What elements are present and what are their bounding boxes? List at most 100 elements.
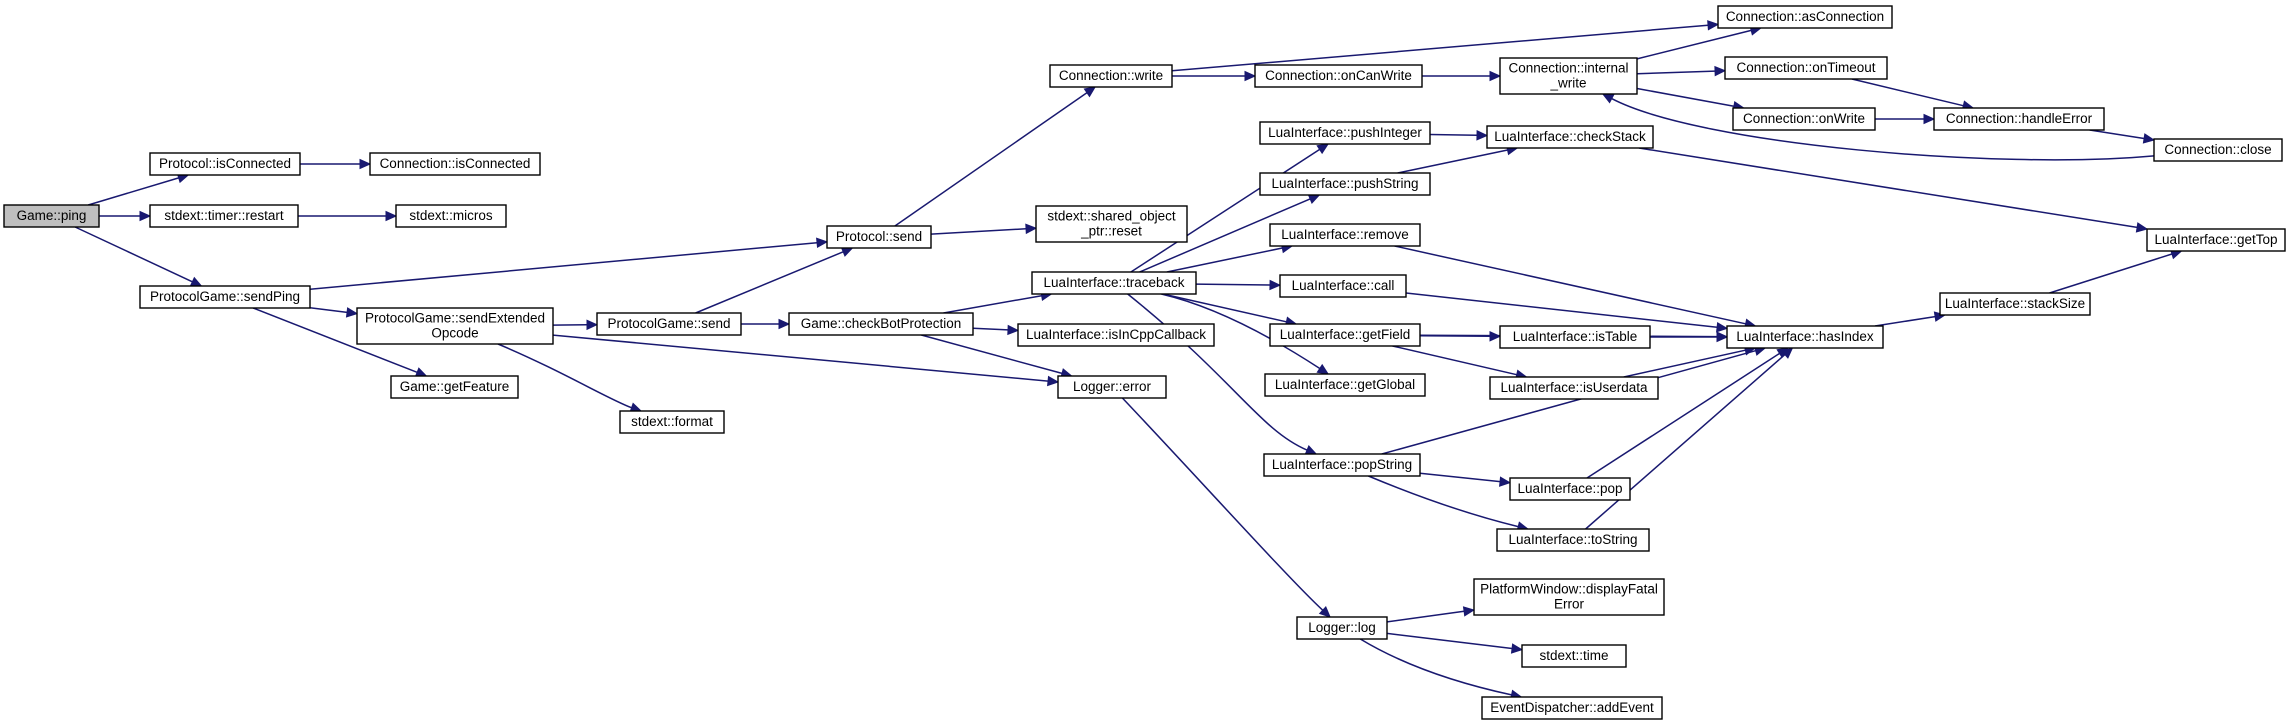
node-box [149,204,299,228]
edge-n23-to-n29 [1195,279,1282,291]
node-label: stdext::time [1539,648,1608,663]
node-luainterface-pushinteger[interactable]: LuaInterface::pushInteger [1259,121,1431,145]
node-luainterface-gettop[interactable]: LuaInterface::getTop [2146,228,2286,252]
node-stdext-shared-object-ptr-reset[interactable]: stdext::shared_object_ptr::reset [1035,205,1188,243]
node-protocol-send[interactable]: Protocol::send [826,225,932,249]
edge-n4-to-n5 [298,210,398,222]
edge-arrowhead-icon [840,247,854,257]
node-luainterface-remove[interactable]: LuaInterface::remove [1269,223,1421,247]
node-luainterface-getglobal[interactable]: LuaInterface::getGlobal [1264,373,1426,397]
edge-n10-to-n12 [1636,65,1727,77]
edge-line [74,226,193,283]
node-luainterface-traceback[interactable]: LuaInterface::traceback [1031,271,1197,295]
edge-n14-to-n15 [2089,129,2156,144]
node-luainterface-pop[interactable]: LuaInterface::pop [1509,477,1631,501]
node-game-checkbotprotection[interactable]: Game::checkBotProtection [788,312,974,336]
edge-line [1368,475,1519,528]
edge-line [894,92,1088,227]
edge-line [1359,638,1512,696]
node-box [1486,125,1654,149]
edges-layer [74,20,2183,700]
node-luainterface-isincppcallback[interactable]: LuaInterface::isInCppCallback [1017,323,1215,347]
edge-line [1121,397,1324,611]
node-stdext-micros[interactable]: stdext::micros [395,204,507,228]
node-box [3,204,100,228]
edge-line [930,228,1027,235]
edge-line [695,251,844,314]
node-label: LuaInterface::traceback [1043,275,1184,290]
node-label: LuaInterface::pushInteger [1268,125,1422,140]
node-luainterface-istable[interactable]: LuaInterface::isTable [1499,325,1651,349]
node-logger-error[interactable]: Logger::error [1057,375,1167,399]
edge-line [1636,70,1716,75]
node-box [356,307,554,345]
node-luainterface-getfield[interactable]: LuaInterface::getField [1269,323,1421,347]
node-luainterface-checkstack[interactable]: LuaInterface::checkStack [1486,125,1654,149]
node-label: ProtocolGame::sendExtended [365,311,545,326]
node-connection-internal-write[interactable]: Connection::internal_write [1499,57,1638,95]
edge-line [1636,87,1735,107]
node-luainterface-stacksize[interactable]: LuaInterface::stackSize [1939,292,2091,316]
edge-line [1636,29,1752,60]
node-label: LuaInterface::call [1292,278,1395,293]
node-luainterface-tostring[interactable]: LuaInterface::toString [1496,528,1650,552]
node-box [369,152,541,176]
node-logger-log[interactable]: Logger::log [1296,616,1388,640]
node-luainterface-isuserdata[interactable]: LuaInterface::isUserdata [1489,376,1659,400]
node-label: _ptr::reset [1080,224,1142,239]
node-label: ProtocolGame::send [607,316,730,331]
node-label: Game::getFeature [400,379,510,394]
node-box [1296,616,1388,640]
node-luainterface-popstring[interactable]: LuaInterface::popString [1263,453,1421,477]
node-connection-write[interactable]: Connection::write [1049,64,1173,88]
edge-arrowhead-icon [1307,194,1321,205]
node-stdext-format[interactable]: stdext::format [619,410,725,434]
edge-line [1874,315,1936,327]
node-eventdispatcher-addevent[interactable]: EventDispatcher::addEvent [1481,696,1663,720]
edge-arrowhead-icon [2142,133,2156,144]
edge-n9-to-n10 [1422,70,1502,82]
node-box [1263,453,1421,477]
node-label: LuaInterface::popString [1272,457,1412,472]
node-game-getfeature[interactable]: Game::getFeature [390,375,519,399]
node-label: stdext::format [631,414,713,429]
edge-line [1139,198,1311,273]
node-protocol-isconnected[interactable]: Protocol::isConnected [149,152,301,176]
node-label: LuaInterface::isUserdata [1500,380,1648,395]
node-connection-ontimeout[interactable]: Connection::onTimeout [1724,56,1888,80]
edge-arrowhead-icon [1489,70,1502,82]
node-luainterface-pushstring[interactable]: LuaInterface::pushString [1259,172,1431,196]
edge-line [1851,78,1964,107]
edge-n26-to-n27 [1397,144,1519,174]
node-luainterface-call[interactable]: LuaInterface::call [1279,274,1407,298]
edge-n40-to-n41 [1386,606,1476,623]
node-connection-asconnection[interactable]: Connection::asConnection [1717,5,1893,29]
node-connection-close[interactable]: Connection::close [2153,138,2283,162]
edge-line [1586,352,1781,479]
node-stdext-time[interactable]: stdext::time [1521,644,1627,668]
edge-arrowhead-icon [414,367,428,378]
node-protocolgame-sendping[interactable]: ProtocolGame::sendPing [139,285,311,309]
edge-n37-to-n38 [1419,472,1512,487]
node-box [1279,274,1407,298]
edge-arrowhead-icon [1499,476,1512,487]
node-connection-oncanwrite[interactable]: Connection::onCanWrite [1254,64,1423,88]
node-stdext-timer-restart[interactable]: stdext::timer::restart [149,204,299,228]
node-game-ping[interactable]: Game::ping [3,204,100,228]
edge-n10-to-n13 [1636,87,1746,112]
node-box [1264,373,1426,397]
node-luainterface-hasindex[interactable]: LuaInterface::hasIndex [1726,325,1884,349]
node-box [1732,107,1876,131]
node-connection-isconnected[interactable]: Connection::isConnected [369,152,541,176]
node-protocolgame-send[interactable]: ProtocolGame::send [596,312,742,336]
edge-n38-to-n34 [1586,347,1790,479]
node-label: stdext::timer::restart [164,208,284,223]
node-label: PlatformWindow::displayFatal [1480,582,1658,597]
edge-n35-to-n36 [2049,249,2183,294]
node-connection-handleerror[interactable]: Connection::handleError [1933,107,2105,131]
edge-line [552,334,1049,382]
node-connection-onwrite[interactable]: Connection::onWrite [1732,107,1876,131]
edge-n33-to-n34 [1623,345,1757,378]
